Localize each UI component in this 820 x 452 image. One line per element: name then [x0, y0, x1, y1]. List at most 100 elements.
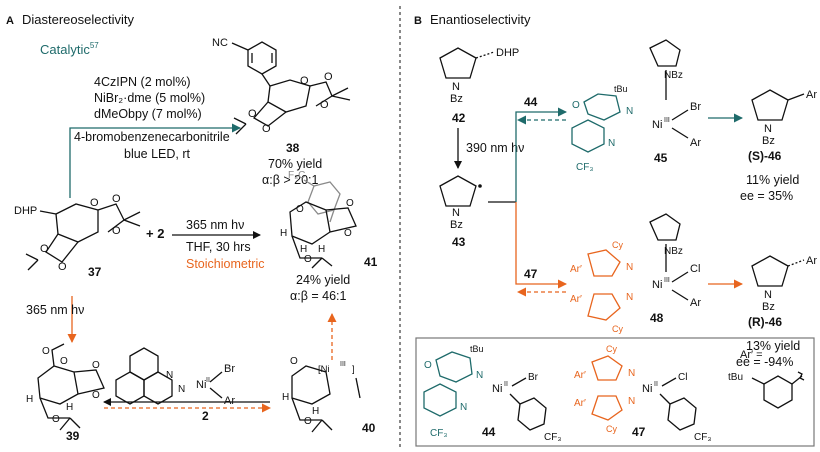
svg-text:(S)-46: (S)-46 [748, 149, 782, 163]
compound-40: [Ni III ] H H O O 40 [282, 356, 376, 435]
svg-text:Ni: Ni [652, 119, 662, 131]
svg-text:O: O [262, 123, 271, 135]
yield-r46: 13% yield [746, 339, 800, 353]
ligand-box [415, 337, 815, 447]
svg-text:Ar: Ar [806, 255, 817, 267]
svg-text:II: II [654, 381, 658, 388]
svg-text:O: O [324, 71, 333, 83]
svg-text:39: 39 [66, 429, 80, 443]
svg-text:Cy: Cy [612, 240, 623, 250]
svg-text:CF₃: CF₃ [544, 432, 561, 443]
catalytic-reagents: 4CzIPN (2 mol%) NiBr₂·dme (5 mol%) dMeOb… [74, 75, 230, 161]
svg-text:40: 40 [362, 421, 376, 435]
compound-38: NC O O O O O 38 [212, 37, 351, 155]
stoichiometric-label: Stoichiometric [186, 257, 265, 271]
cond-365-side: 365 nm hν [26, 303, 84, 317]
svg-text:III: III [664, 117, 670, 124]
svg-text:N: N [628, 368, 635, 379]
svg-text:42: 42 [452, 111, 466, 125]
svg-text:II: II [206, 377, 210, 384]
svg-text:III: III [664, 277, 670, 284]
condition-light: blue LED, rt [124, 147, 191, 161]
svg-text:O: O [112, 225, 121, 237]
arrow-43-to-48-orange [515, 202, 567, 289]
svg-text:O: O [90, 197, 99, 209]
svg-text:O: O [344, 228, 352, 239]
svg-text:[Ni: [Ni [318, 364, 330, 375]
svg-text:Ni: Ni [196, 379, 206, 391]
svg-text:O: O [300, 75, 309, 87]
cond-thf: THF, 30 hrs [186, 240, 251, 254]
compound-39: O O O H H O O 39 [26, 343, 105, 443]
svg-text:N: N [626, 292, 633, 303]
svg-text:45: 45 [654, 151, 668, 165]
ligand-complex-47: Cy Ar′ N Ar′ N Cy Ni II Cl CF₃ 47 [574, 344, 711, 443]
reagent-3: dMeObpy (7 mol%) [94, 107, 202, 121]
svg-text:O: O [572, 100, 580, 111]
svg-text:Ar′: Ar′ [570, 264, 582, 275]
svg-text:Ni: Ni [652, 279, 662, 291]
plus-reagent-2: + 2 [146, 226, 164, 241]
label-47-arrow: 47 [524, 267, 538, 281]
svg-text:O: O [42, 346, 50, 357]
svg-text:Ar′: Ar′ [574, 398, 586, 409]
catalytic-label: Catalytic57 [40, 41, 99, 57]
arrow-43-to-45-teal [515, 107, 567, 202]
svg-text:N: N [764, 289, 772, 301]
ar-prime-definition: Ar′ = tBu [728, 349, 805, 409]
yield-s46: 11% yield [746, 173, 799, 187]
svg-text:CF₃: CF₃ [694, 432, 711, 443]
svg-text:N: N [460, 402, 467, 413]
svg-text:Ar′: Ar′ [574, 370, 586, 381]
svg-text:H: H [312, 406, 319, 417]
svg-text:tBu: tBu [470, 344, 484, 354]
svg-text:H: H [318, 244, 325, 255]
svg-text:Cy: Cy [606, 344, 617, 354]
svg-text:Ar′ =: Ar′ = [740, 349, 763, 361]
compound-41: F₃C O O O H H H O 41 [280, 170, 378, 269]
svg-text:O: O [112, 193, 121, 205]
svg-text:Bz: Bz [762, 301, 775, 313]
panel-b-title: Enantioselectivity [430, 12, 531, 27]
svg-text:Cl: Cl [690, 263, 700, 275]
svg-text:Ar: Ar [690, 297, 701, 309]
svg-text:Cy: Cy [612, 324, 623, 334]
catalytic-arrow [69, 123, 241, 198]
svg-text:Ni: Ni [492, 383, 502, 395]
svg-text:41: 41 [364, 255, 378, 269]
product-s46: Ar N Bz (S)-46 [748, 89, 817, 163]
svg-text:Ar′: Ar′ [570, 294, 582, 305]
svg-text:(R)-46: (R)-46 [748, 315, 782, 329]
svg-text:Ar: Ar [806, 89, 817, 101]
svg-text:II: II [504, 381, 508, 388]
svg-text:NBz: NBz [664, 70, 683, 81]
svg-text:44: 44 [482, 425, 496, 439]
svg-text:O: O [92, 360, 100, 371]
svg-text:tBu: tBu [728, 372, 743, 383]
svg-text:O: O [58, 261, 67, 273]
product-r46: Ar N Bz (R)-46 [748, 255, 817, 329]
complex-48: NBz Cy Ar′ N Ar′ N Cy Ni III Cl Ar 48 [570, 213, 701, 334]
compound-42: N DHP Bz 42 [439, 47, 519, 125]
reagent-1: 4CzIPN (2 mol%) [94, 75, 191, 89]
ratio-38: α:β > 20:1 [262, 173, 319, 187]
svg-text:DHP: DHP [496, 47, 519, 59]
svg-text:CF₃: CF₃ [430, 428, 447, 439]
svg-text:F₃C: F₃C [288, 170, 305, 181]
svg-text:2: 2 [202, 409, 209, 423]
svg-text:Bz: Bz [450, 219, 463, 231]
label-44-arrow: 44 [524, 95, 538, 109]
svg-text:43: 43 [452, 235, 466, 249]
svg-text:Bz: Bz [762, 135, 775, 147]
svg-text:H: H [300, 244, 307, 255]
svg-text:O: O [424, 360, 432, 371]
svg-text:Cy: Cy [606, 424, 617, 434]
svg-text:O: O [290, 356, 298, 367]
svg-text:NBz: NBz [664, 246, 683, 257]
svg-text:37: 37 [88, 265, 102, 279]
svg-text:O: O [296, 204, 304, 215]
condition-arylbromide: 4-bromobenzenecarbonitrile [74, 130, 230, 144]
svg-text:N: N [626, 106, 633, 117]
svg-text:N: N [608, 138, 615, 149]
